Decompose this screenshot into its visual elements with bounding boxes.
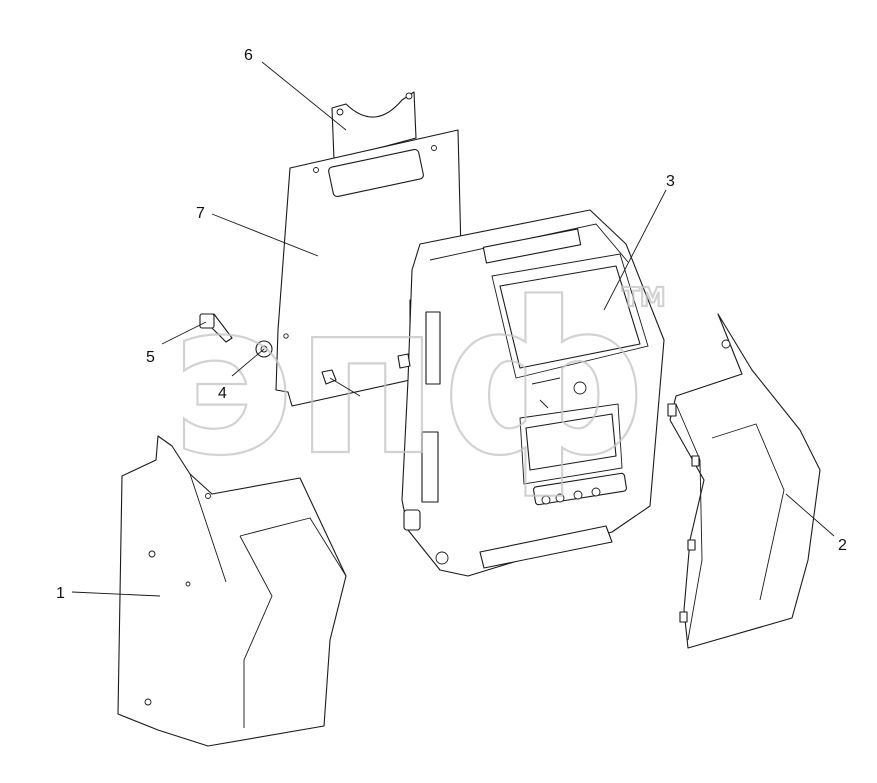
part-5-bolt <box>199 313 233 343</box>
callout-6: 6 <box>244 47 253 64</box>
part-7-back-panel <box>275 129 463 407</box>
watermark-tm: TM <box>622 283 666 313</box>
callout-2: 2 <box>838 537 847 554</box>
fastener-nuts <box>321 353 411 385</box>
part-2-right-cover <box>667 313 821 649</box>
callout-4: 4 <box>218 385 227 402</box>
leader-lines <box>71 61 835 597</box>
part-1-left-cover <box>117 435 347 747</box>
callout-3: 3 <box>666 173 675 190</box>
part-3-main-housing <box>401 209 665 577</box>
watermark-logo: эпф <box>170 257 648 502</box>
callout-1: 1 <box>56 585 65 602</box>
callout-5: 5 <box>146 349 155 366</box>
watermark: эпф TM <box>169 256 667 503</box>
callout-7: 7 <box>196 205 205 222</box>
callout-labels: 6 7 3 5 4 1 2 <box>56 47 847 602</box>
part-6-top-bracket <box>331 91 417 161</box>
